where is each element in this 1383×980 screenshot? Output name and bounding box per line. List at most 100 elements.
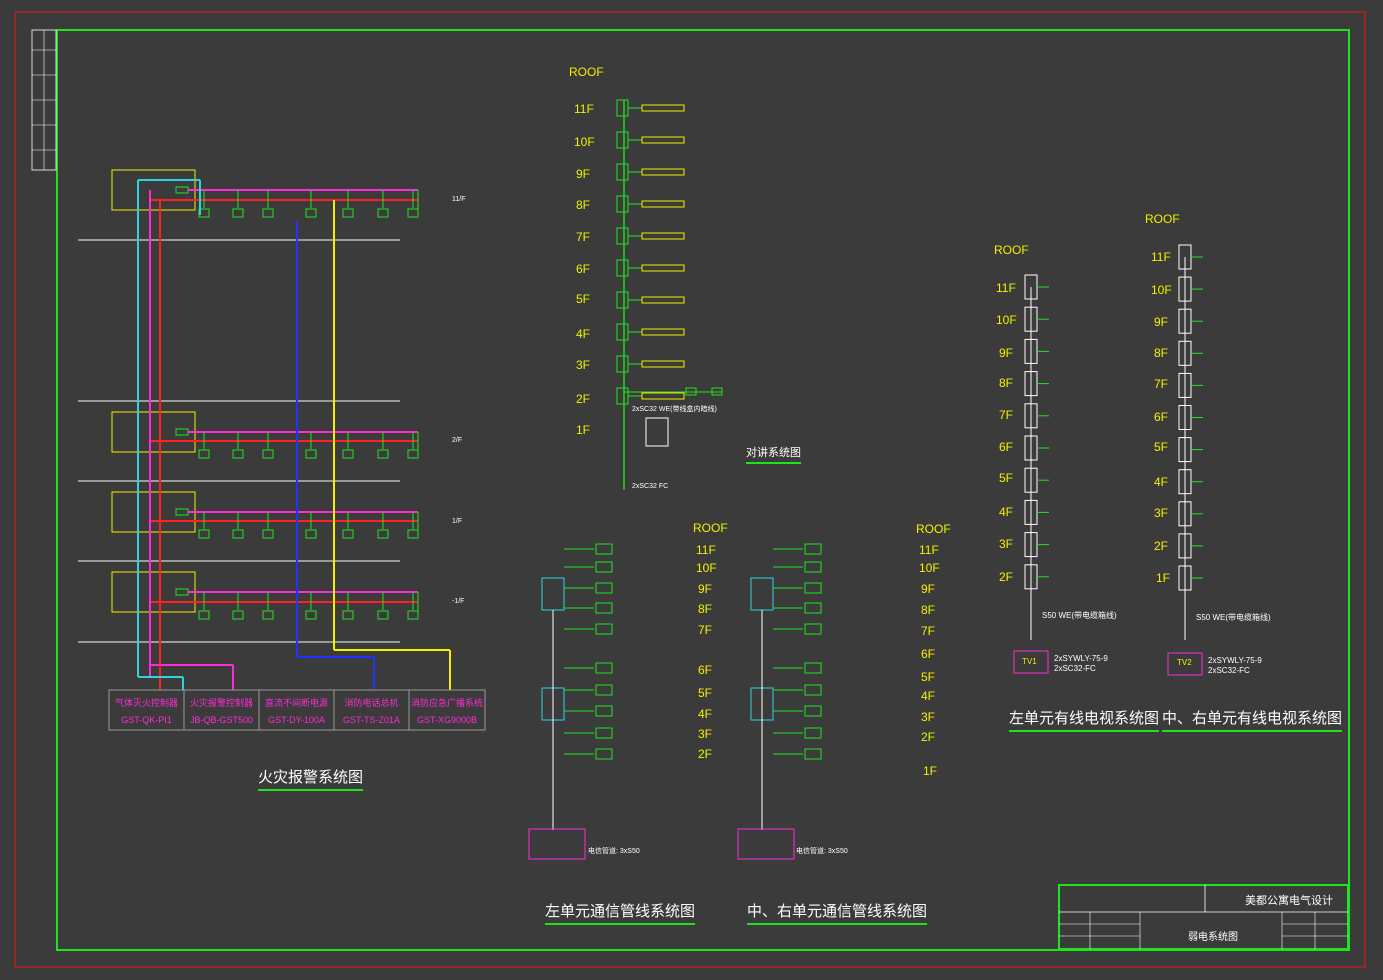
comm-left-floor-5: 5F	[698, 686, 713, 700]
intercom-floor-box	[616, 99, 629, 117]
controller-name: 消防电话总机	[344, 698, 399, 708]
comm-right-outlet-icon	[804, 684, 822, 696]
floor-panel-box	[111, 571, 196, 613]
comm-right-floor-4: 4F	[921, 689, 936, 703]
intercom-floor-box	[616, 195, 629, 213]
fire-device-icon	[198, 449, 210, 459]
controller-name: 火灾报警控制器	[189, 698, 253, 708]
intercom-floor-4: 4F	[576, 327, 591, 341]
module-icon	[175, 588, 189, 596]
intercom-floor-box	[616, 163, 629, 181]
comm-left-outlet-icon	[595, 748, 613, 760]
comm-right-outlet-icon	[804, 602, 822, 614]
fire-device-icon	[407, 610, 419, 620]
intercom-label-box	[641, 200, 685, 208]
tv-right-roof-label: ROOF	[1145, 212, 1180, 226]
drawing-frame	[56, 29, 1350, 951]
fire-floor-label-1: 1/F	[452, 518, 463, 525]
intercom-floor-7: 7F	[576, 230, 591, 244]
comm-right-title: 中、右单元通信管线系统图	[747, 900, 928, 925]
comm-right-entry-box	[737, 828, 795, 860]
intercom-floor-box	[616, 323, 629, 341]
comm-left-floor-10: 10F	[696, 561, 717, 575]
fire-device-icon	[342, 529, 354, 539]
intercom-label-box	[641, 136, 685, 144]
comm-right-outlet-icon	[804, 582, 822, 594]
fire-device-icon	[407, 529, 419, 539]
fire-device-icon	[305, 610, 317, 620]
floor-panel-box	[111, 169, 196, 211]
fire-device-icon	[342, 449, 354, 459]
comm-left-floor-3: 3F	[698, 727, 713, 741]
tv2-box	[1167, 652, 1203, 676]
comm-left-outlet-icon	[595, 705, 613, 717]
tv-right-floor-2: 2F	[1154, 539, 1169, 553]
comm-left-floor-7: 7F	[698, 623, 713, 637]
fire-device-icon	[377, 449, 389, 459]
intercom-label-box	[641, 104, 685, 112]
fire-device-icon	[262, 208, 274, 218]
intercom-floor-9: 9F	[576, 167, 591, 181]
intercom-floor-box	[616, 131, 629, 149]
comm-left-floor-6: 6F	[698, 663, 713, 677]
comm-left-outlet-icon	[595, 602, 613, 614]
door-station-panel	[645, 417, 669, 447]
intercom-floor-box	[616, 291, 629, 309]
tv-left-box-label: TV1	[1022, 657, 1037, 666]
intercom-device	[685, 387, 697, 396]
fire-floor-label-2: 2/F	[452, 437, 463, 444]
tv-left-floor-10: 10F	[996, 313, 1017, 327]
comm-left-outlet-icon	[595, 582, 613, 594]
module-icon	[175, 508, 189, 516]
intercom-floor-2: 2F	[576, 392, 591, 406]
comm-right-outlet-icon	[804, 623, 822, 635]
tv-right-floor-11: 11F	[1151, 250, 1171, 264]
intercom-label-box	[641, 168, 685, 176]
fire-device-icon	[407, 208, 419, 218]
comm-left-outlet-icon	[595, 561, 613, 573]
intercom-floor-6: 6F	[576, 262, 591, 276]
comm-left-title: 左单元通信管线系统图	[545, 900, 696, 925]
fire-device-icon	[262, 529, 274, 539]
comm-right-floor-6: 6F	[921, 647, 936, 661]
fire-device-icon	[342, 610, 354, 620]
fire-device-icon	[232, 208, 244, 218]
comm-right-floor-10: 10F	[919, 561, 940, 575]
controller-gas-extinguishing: 气体灭火控制器 GST-QK-PI1	[109, 696, 184, 725]
fire-device-icon	[198, 529, 210, 539]
comm-right-outlet-icon	[804, 727, 822, 739]
comm-right-floor-11: 11F	[919, 543, 939, 557]
title-block	[1058, 884, 1349, 950]
comm-right-outlet-icon	[804, 662, 822, 674]
fire-device-icon	[232, 449, 244, 459]
fire-device-icon	[305, 208, 317, 218]
intercom-floor-1: 1F	[576, 423, 591, 437]
controller-name: 气体灭火控制器	[114, 698, 178, 708]
project-name: 美都公寓电气设计	[1245, 894, 1333, 907]
controller-emergency-broadcast: 消防应急广播系统 GST-XG9000B	[409, 696, 485, 725]
intercom-label-box	[641, 264, 685, 272]
comm-right-outlet-icon	[804, 705, 822, 717]
intercom-label-box	[641, 232, 685, 240]
tv-left-title: 左单元有线电视系统图	[1009, 707, 1160, 732]
tv-left-cable2-note: 2xSC32-FC	[1054, 664, 1096, 673]
tv-right-floor-5: 5F	[1154, 440, 1169, 454]
comm-left-outlet-icon	[595, 662, 613, 674]
controller-name: 消防应急广播系统	[410, 698, 483, 708]
intercom-label-box	[641, 296, 685, 304]
tv-right-title: 中、右单元有线电视系统图	[1162, 707, 1343, 732]
comm-right-cabinet-upper	[750, 577, 774, 611]
tv-left-floor-5: 5F	[999, 471, 1014, 485]
floor-panel-box	[111, 491, 196, 533]
intercom-floor-box	[616, 387, 629, 405]
fire-device-icon	[342, 208, 354, 218]
intercom-device	[711, 387, 723, 396]
tv-right-pipe-note: S50 WE(带电缆箱线)	[1196, 613, 1271, 622]
fire-floor-label-11: 11/F	[452, 196, 466, 203]
comm-right-floor-1: 1F	[923, 764, 938, 778]
floor-panel-box	[111, 411, 196, 453]
tv-left-floor-2: 2F	[999, 570, 1014, 584]
outer-border	[14, 11, 1366, 968]
tv-right-floor-9: 9F	[1154, 315, 1169, 329]
